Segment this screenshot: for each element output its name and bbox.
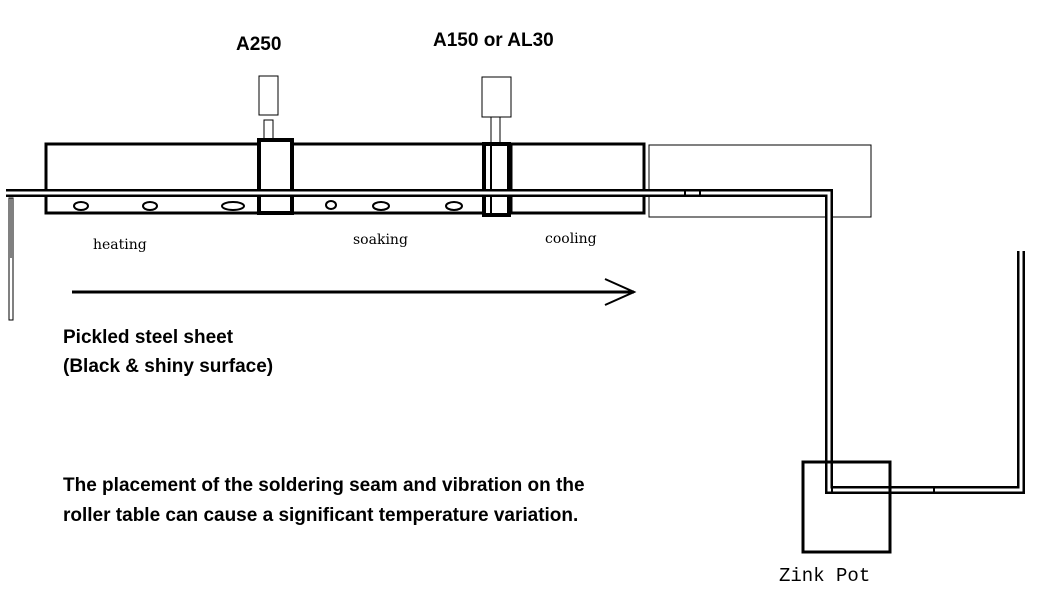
note-line1: The placement of the soldering seam and …: [63, 475, 585, 496]
cooling-zone-label: cooling: [545, 231, 597, 247]
exit-section: [648, 144, 872, 218]
soaking-burner-2: [372, 201, 390, 211]
cooling-section: [509, 142, 646, 215]
heating-burner-1: [73, 201, 89, 211]
heating-burner-3: [221, 201, 245, 211]
direction-arrowhead: [604, 278, 637, 306]
sensor-b-neck: [490, 116, 501, 145]
soaking-burner-3: [445, 201, 463, 211]
sensor-b-body: [481, 76, 512, 118]
material-label-line1: Pickled steel sheet: [63, 327, 234, 348]
material-label-line2: (Black & shiny surface): [63, 356, 274, 377]
sensor-a-body: [258, 75, 279, 116]
sensor-b-label: A150 or AL30: [433, 30, 554, 51]
sensor-a-port: [257, 138, 294, 215]
zinc-pot: [801, 460, 892, 554]
note-line2: roller table can cause a significant tem…: [63, 505, 579, 526]
steel-strip-path-inner: [6, 191, 1023, 492]
zinc-pot-label: Zink Pot: [779, 565, 871, 587]
soaking-burner-1: [325, 200, 337, 210]
soaking-zone-label: soaking: [353, 232, 408, 248]
heating-burner-2: [142, 201, 158, 211]
sensor-a-label: A250: [236, 34, 282, 55]
sensor-a-neck: [263, 119, 274, 141]
heating-zone-label: heating: [93, 237, 147, 253]
sensor-b-port: [482, 142, 511, 217]
